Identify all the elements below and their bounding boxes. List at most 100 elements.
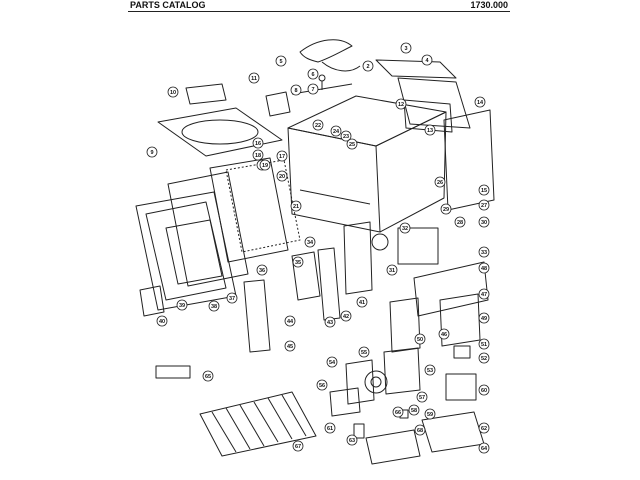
fan-motor	[345, 359, 375, 405]
callout-label: 63	[349, 438, 355, 444]
side-bracket	[265, 91, 291, 117]
callout-label: 25	[349, 142, 355, 148]
callout-label: 39	[179, 303, 185, 309]
callout-label: 57	[419, 395, 425, 401]
callout-52: 52	[478, 352, 490, 364]
callout-33: 33	[478, 246, 490, 258]
callout-6: 6	[307, 68, 319, 80]
callout-27: 27	[478, 199, 490, 211]
callout-66: 66	[392, 406, 404, 418]
callout-63: 63	[346, 434, 358, 446]
base-plate-2	[365, 429, 421, 465]
callout-label: 31	[389, 268, 395, 274]
callout-label: 10	[170, 90, 176, 96]
callout-label: 38	[211, 304, 217, 310]
callout-label: 17	[279, 154, 285, 160]
blower-housing	[383, 347, 421, 395]
callout-label: 37	[229, 296, 235, 302]
callout-50: 50	[414, 333, 426, 345]
callout-label: 55	[361, 350, 367, 356]
door-inner-frame	[145, 201, 227, 301]
callout-62: 62	[478, 422, 490, 434]
callout-51: 51	[478, 338, 490, 350]
callout-label: 18	[255, 153, 261, 159]
callout-22: 22	[312, 119, 324, 131]
relay	[453, 345, 471, 359]
feet-label	[155, 365, 191, 379]
callout-label: 64	[481, 446, 488, 452]
callout-label: 22	[315, 123, 321, 129]
callout-label: 6	[311, 72, 314, 78]
callout-label: 8	[294, 88, 297, 94]
hinge-bar	[291, 83, 353, 95]
callout-label: 47	[481, 292, 487, 298]
callout-label: 13	[427, 128, 433, 134]
callout-label: 19	[262, 163, 268, 169]
callout-39: 39	[176, 299, 188, 311]
callout-43: 43	[324, 316, 336, 328]
callout-42: 42	[340, 310, 352, 322]
callout-label: 41	[359, 300, 365, 306]
rear-panel	[443, 109, 495, 211]
top-bracket-2	[397, 77, 471, 129]
baffle	[389, 297, 421, 353]
callout-label: 29	[443, 207, 449, 213]
callout-label: 20	[279, 174, 285, 180]
callout-label: 28	[457, 220, 463, 226]
fan-blade	[299, 39, 361, 72]
callout-12: 12	[395, 98, 407, 110]
callout-54: 54	[326, 356, 338, 368]
callout-61: 61	[324, 422, 336, 434]
callout-label: 46	[441, 332, 447, 338]
callout-15: 15	[478, 184, 490, 196]
turntable-panel	[157, 107, 283, 157]
callout-label: 40	[159, 319, 165, 325]
callout-58: 58	[408, 404, 420, 416]
top-bracket	[375, 59, 457, 79]
air-duct	[413, 261, 489, 317]
callout-label: 12	[398, 102, 404, 108]
callout-47: 47	[478, 288, 490, 300]
callout-label: 42	[343, 314, 349, 320]
callout-label: 59	[427, 412, 433, 418]
callout-16: 16	[252, 137, 264, 149]
control-board	[317, 247, 341, 321]
catalog-title: PARTS CATALOG	[130, 0, 206, 10]
callout-label: 62	[481, 426, 487, 432]
callout-label: 3	[404, 46, 407, 52]
callout-label: 45	[287, 344, 293, 350]
callout-44: 44	[284, 315, 296, 327]
callout-8: 8	[290, 84, 302, 96]
keypad-strip	[243, 279, 271, 353]
callout-19: 19	[259, 159, 271, 171]
callout-5: 5	[275, 55, 287, 67]
callout-label: 16	[255, 141, 261, 147]
callout-label: 54	[329, 360, 336, 366]
callout-17: 17	[276, 150, 288, 162]
callout-67: 67	[292, 440, 304, 452]
callout-65: 65	[202, 370, 214, 382]
callout-64: 64	[478, 442, 490, 454]
callout-label: 21	[293, 204, 299, 210]
callout-59: 59	[424, 408, 436, 420]
callout-label: 68	[417, 428, 423, 434]
callout-label: 58	[411, 408, 417, 414]
callout-label: 53	[427, 368, 433, 374]
callout-9: 9	[146, 146, 158, 158]
callout-label: 48	[481, 266, 487, 272]
callout-label: 7	[311, 87, 314, 93]
callout-label: 14	[477, 100, 484, 106]
callout-46: 46	[438, 328, 450, 340]
callout-55: 55	[358, 346, 370, 358]
callout-37: 37	[226, 292, 238, 304]
callout-41: 41	[356, 296, 368, 308]
callout-label: 27	[481, 203, 487, 209]
callout-label: 23	[343, 134, 349, 140]
callout-label: 43	[327, 320, 333, 326]
control-panel	[291, 251, 321, 301]
callout-7: 7	[307, 83, 319, 95]
callout-36: 36	[256, 264, 268, 276]
callout-label: 50	[417, 337, 423, 343]
